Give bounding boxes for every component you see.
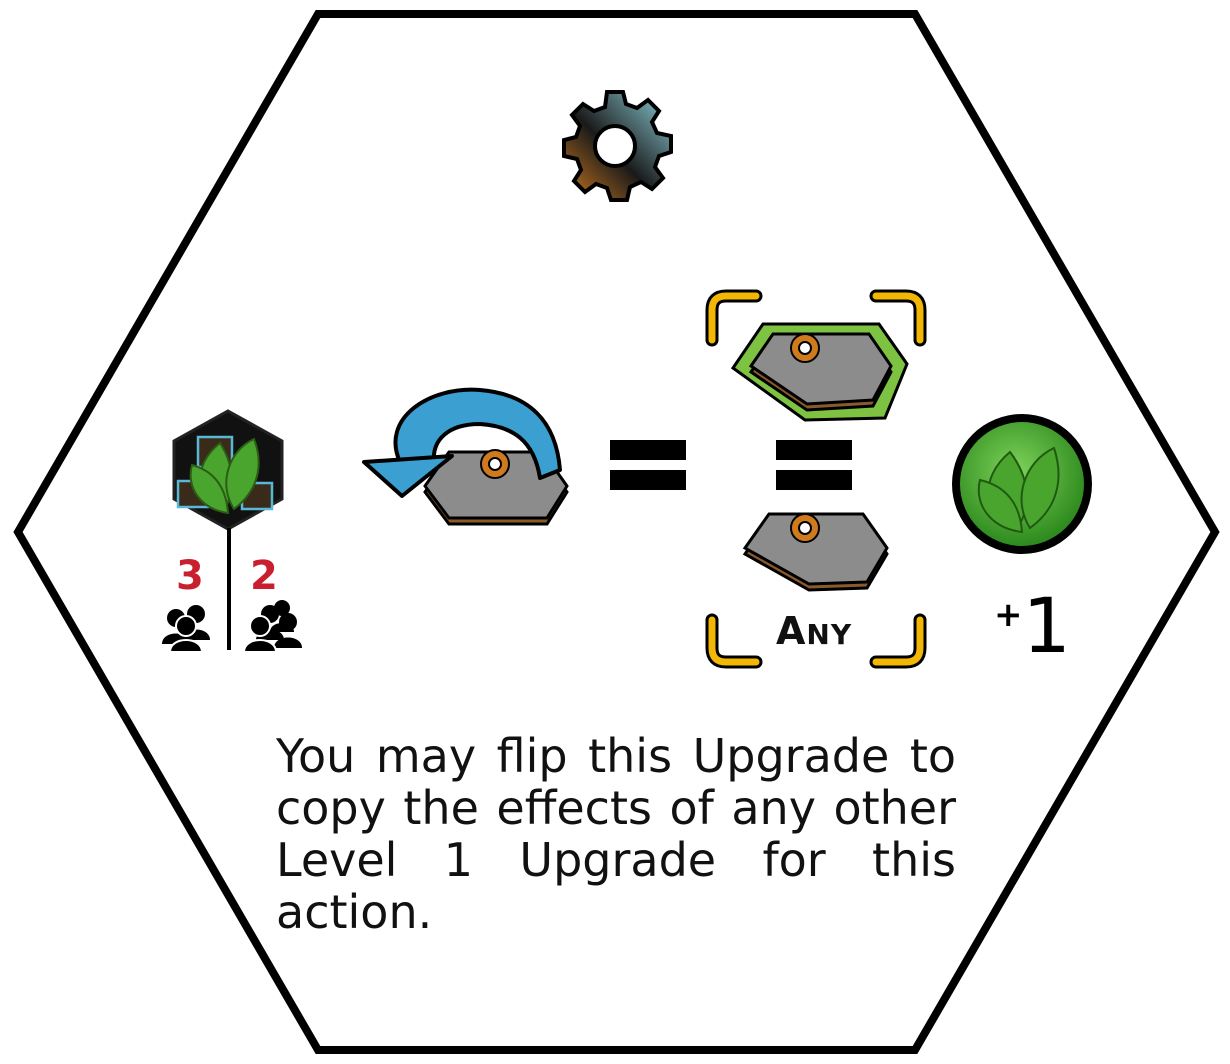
people-icon <box>162 605 210 653</box>
upgrade-tile-icon <box>730 322 909 422</box>
equals-sign <box>610 440 686 490</box>
equals-sign <box>776 440 852 490</box>
reward-sign: + <box>994 595 1023 635</box>
card-border <box>13 10 1220 1054</box>
gear-icon <box>562 90 673 202</box>
player-count-left: 3 <box>176 553 204 599</box>
people-icon <box>242 600 302 653</box>
upgrade-tile-icon <box>423 449 569 526</box>
leaf-hex-icon <box>172 409 284 531</box>
rule-text: You may flip this Upgrade to copy the ef… <box>276 729 956 939</box>
leaf-token-icon <box>952 414 1092 554</box>
flip-arrow-icon <box>362 387 562 498</box>
player-count-right: 2 <box>250 553 278 599</box>
reward-amount: 1 <box>1022 581 1071 670</box>
reward-plus-one: +1 <box>994 588 1071 664</box>
any-label-text: ANY <box>776 609 853 653</box>
upgrade-tile-icon <box>742 512 889 592</box>
any-label: ANY <box>776 612 852 650</box>
